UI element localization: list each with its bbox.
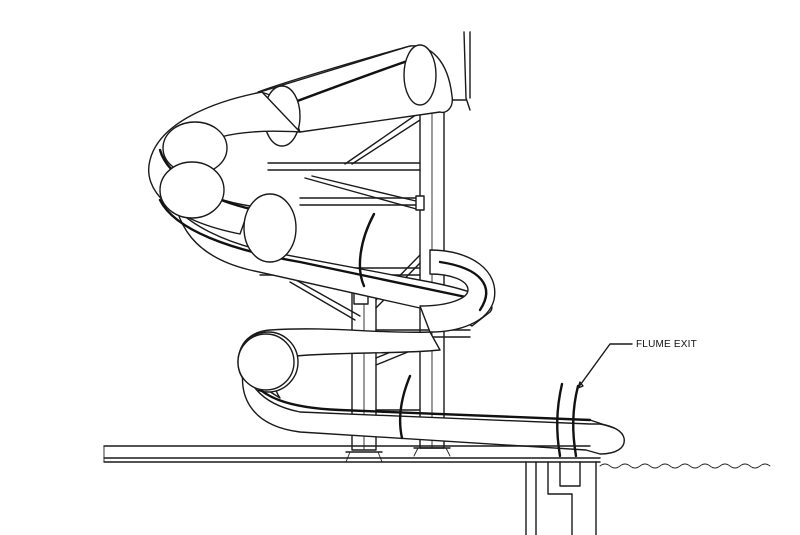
flume-exit-label: FLUME EXIT — [636, 339, 697, 350]
bracing — [259, 111, 471, 411]
flume-exit-annotation: FLUME EXIT — [577, 339, 697, 389]
ground-and-pool — [103, 445, 601, 535]
water-surface — [599, 463, 771, 469]
slide-flume — [148, 44, 625, 458]
